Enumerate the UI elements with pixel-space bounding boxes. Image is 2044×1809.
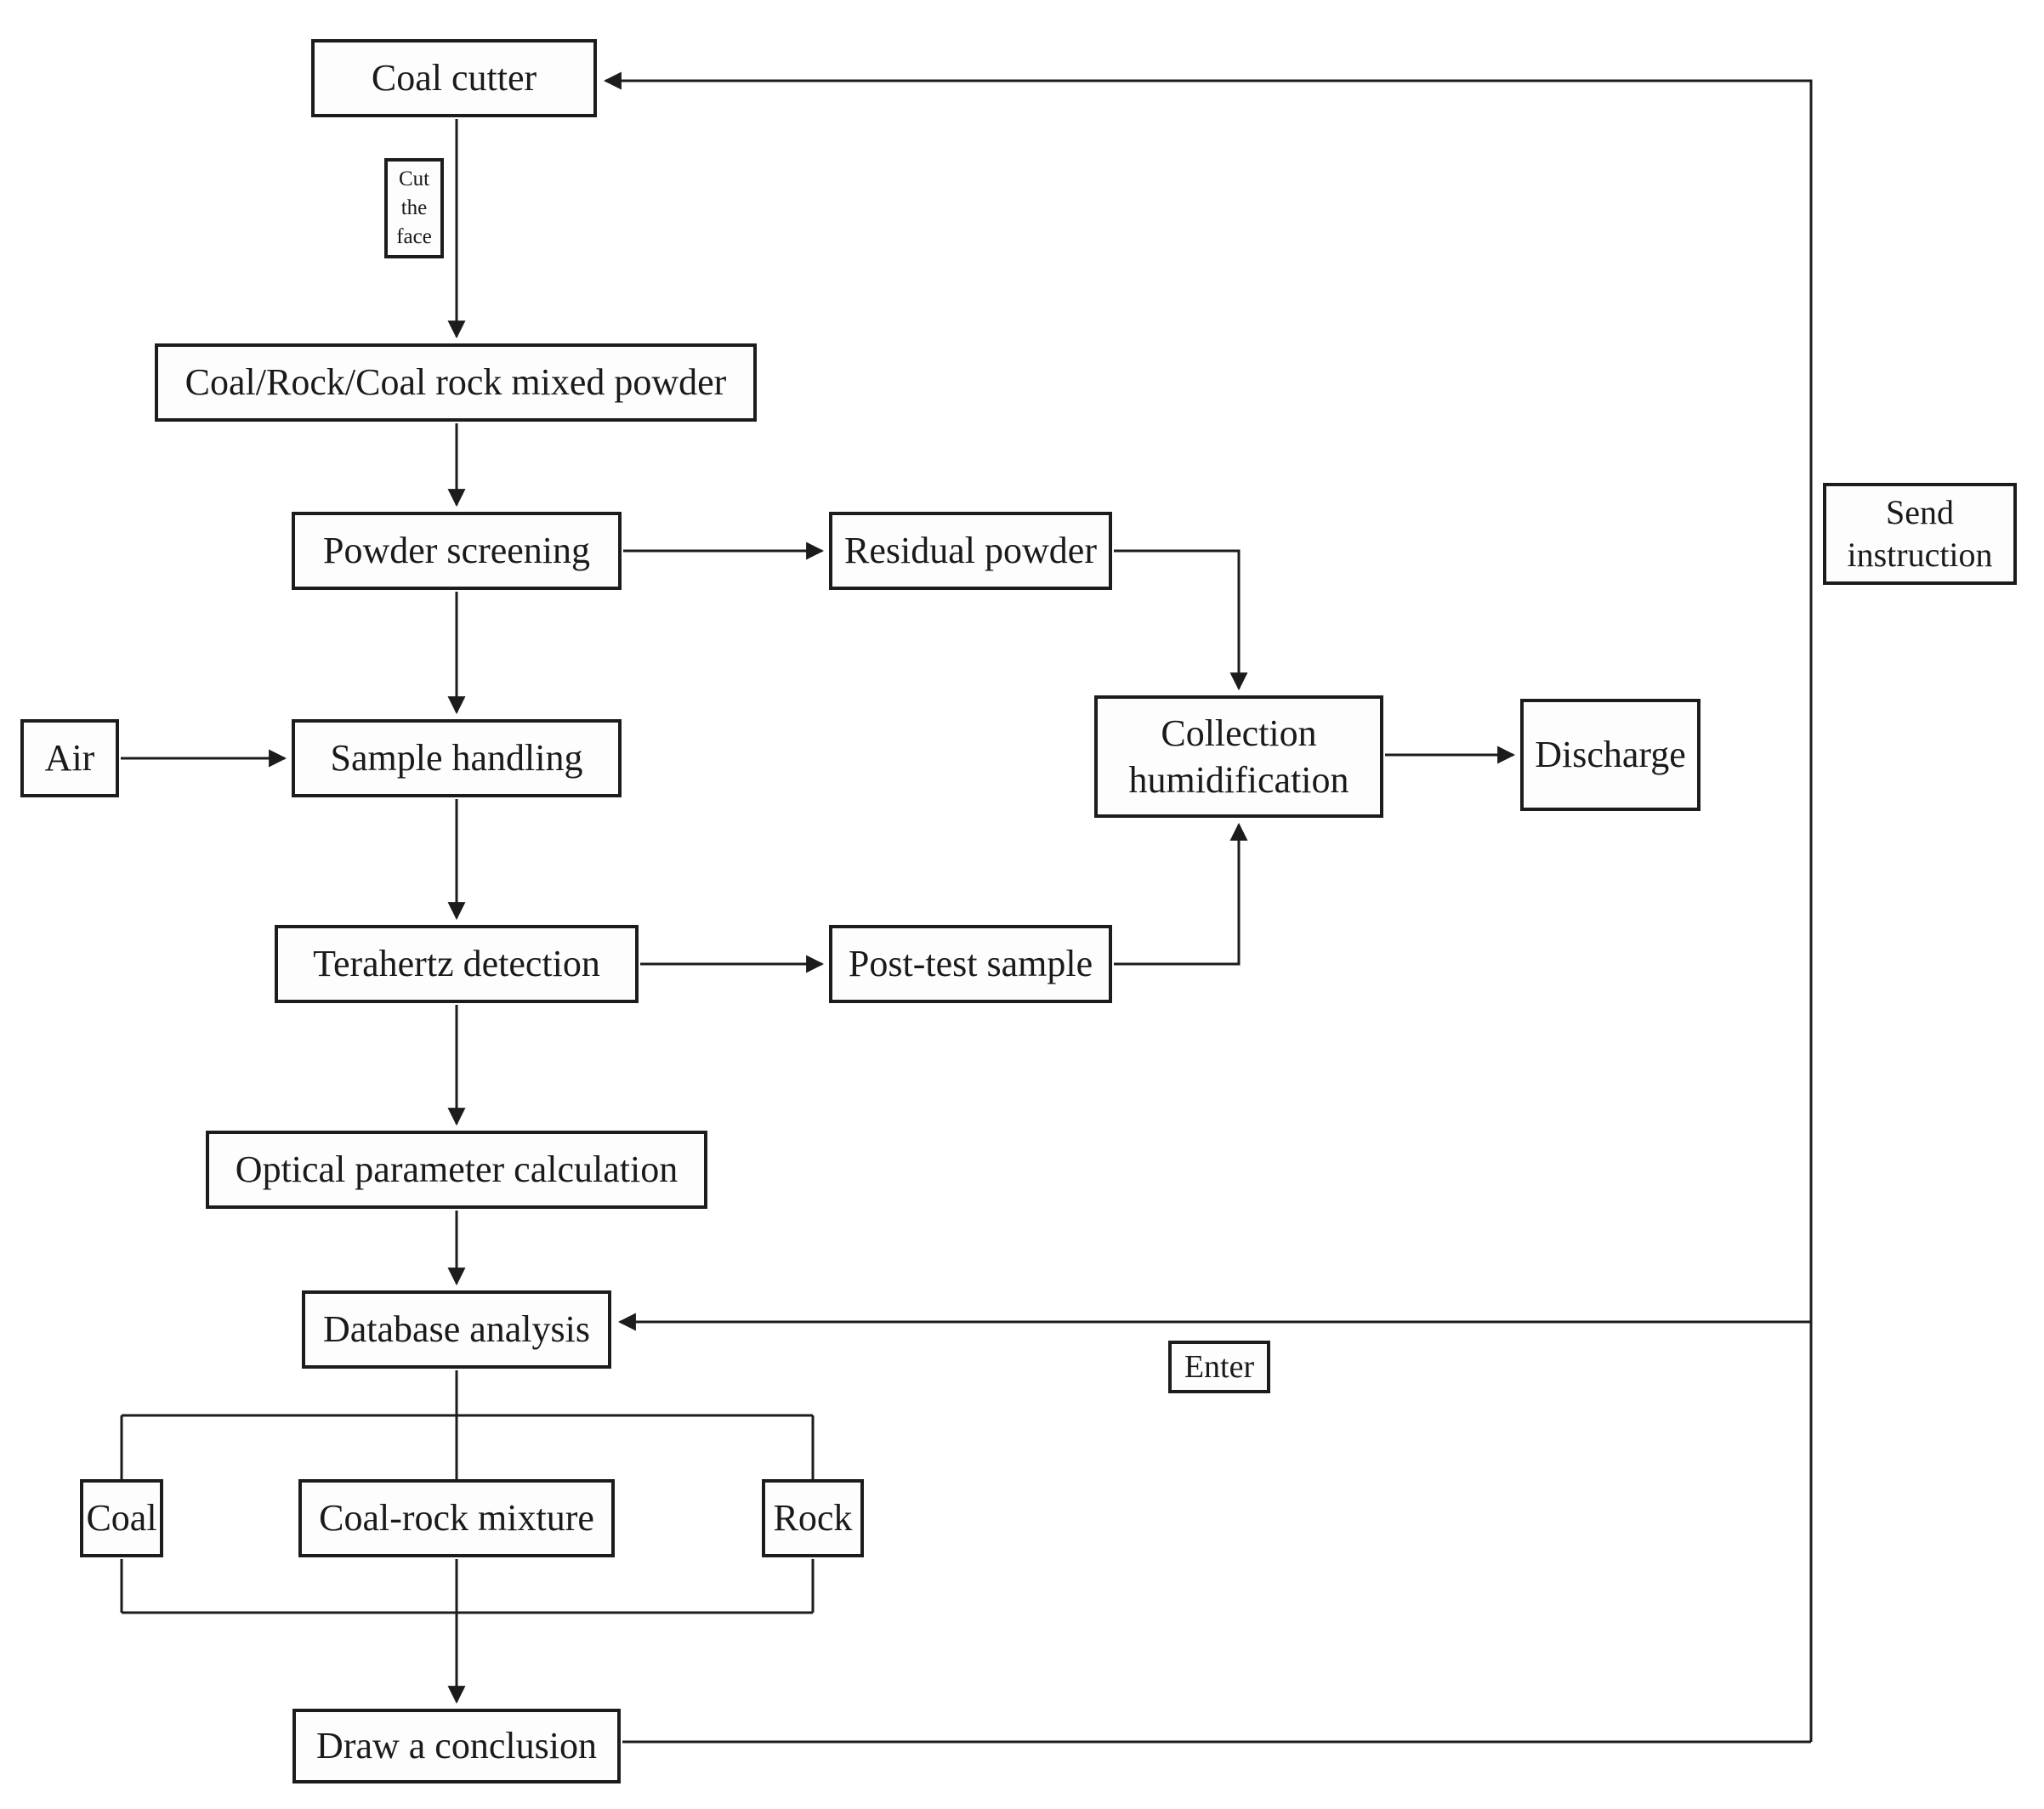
node-database-analysis: Database analysis xyxy=(302,1290,611,1369)
node-coal: Coal xyxy=(80,1479,163,1557)
edge-residual-to-collection xyxy=(1114,549,1248,691)
node-optical-parameter-calculation-label: Optical parameter calculation xyxy=(235,1148,678,1191)
node-coal-cutter: Coal cutter xyxy=(311,39,597,117)
edge-label-cut-the-face: Cut the face xyxy=(384,158,444,258)
node-coal-rock-mixture-label: Coal-rock mixture xyxy=(319,1497,594,1540)
node-rock: Rock xyxy=(762,1479,864,1557)
node-optical-parameter-calculation: Optical parameter calculation xyxy=(206,1131,707,1209)
edge-label-enter: Enter xyxy=(1168,1341,1270,1393)
node-sample-handling-label: Sample handling xyxy=(330,737,583,780)
node-residual-powder-label: Residual powder xyxy=(844,530,1097,572)
node-post-test-sample: Post-test sample xyxy=(829,925,1112,1003)
node-coal-label: Coal xyxy=(86,1497,157,1540)
node-coal-rock-mixture: Coal-rock mixture xyxy=(298,1479,615,1557)
node-residual-powder: Residual powder xyxy=(829,512,1112,590)
node-powder-screening: Powder screening xyxy=(292,512,622,590)
node-database-analysis-label: Database analysis xyxy=(323,1308,590,1351)
node-mixed-powder-label: Coal/Rock/Coal rock mixed powder xyxy=(185,361,727,404)
node-air: Air xyxy=(20,719,119,797)
node-coal-cutter-label: Coal cutter xyxy=(371,57,537,99)
edge-label-send-instruction: Send instruction xyxy=(1823,483,2017,585)
node-draw-a-conclusion-label: Draw a conclusion xyxy=(316,1725,597,1767)
node-rock-label: Rock xyxy=(773,1497,853,1540)
node-terahertz-detection: Terahertz detection xyxy=(275,925,639,1003)
edge-feedback-to-cutter xyxy=(603,71,1813,1742)
node-post-test-sample-label: Post-test sample xyxy=(848,943,1093,985)
node-terahertz-detection-label: Terahertz detection xyxy=(313,943,600,985)
edge-label-send-instruction-text: Send instruction xyxy=(1847,493,1993,574)
node-discharge-label: Discharge xyxy=(1535,734,1686,776)
node-collection-humidification: Collection humidification xyxy=(1094,695,1383,818)
node-discharge: Discharge xyxy=(1520,699,1700,811)
node-powder-screening-label: Powder screening xyxy=(322,530,590,572)
node-mixed-powder: Coal/Rock/Coal rock mixed powder xyxy=(155,343,757,422)
node-air-label: Air xyxy=(44,737,95,780)
node-sample-handling: Sample handling xyxy=(292,719,622,797)
edge-label-cut-the-face-text: Cut the face xyxy=(396,167,432,248)
edge-label-enter-text: Enter xyxy=(1184,1348,1255,1385)
node-collection-humidification-label: Collection humidification xyxy=(1128,712,1349,801)
node-draw-a-conclusion: Draw a conclusion xyxy=(292,1709,621,1783)
edge-posttest-to-collection xyxy=(1114,822,1248,966)
